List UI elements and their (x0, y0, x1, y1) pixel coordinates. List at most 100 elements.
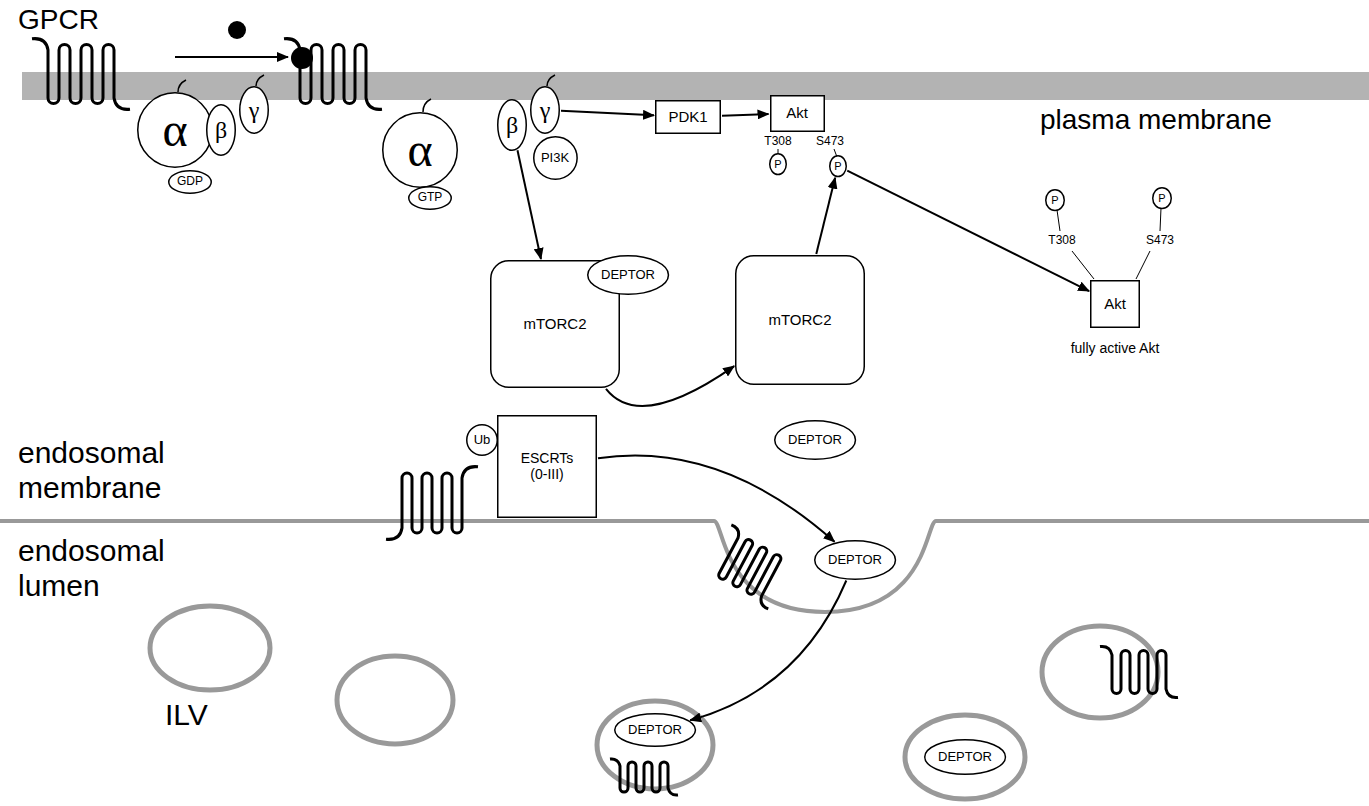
activation-arrow (175, 56, 288, 58)
phosphate-circle: P (1152, 187, 1172, 209)
signal-arrow (847, 171, 1089, 291)
node-label: P (1051, 194, 1058, 207)
gpcr-receptor (610, 759, 678, 795)
node-shape (770, 154, 787, 175)
node-shape (498, 415, 597, 517)
ilv-vesicle (150, 606, 270, 690)
deptor-ellipse: DEPTOR (587, 255, 669, 295)
g-alpha: α (137, 92, 213, 168)
g-beta: β (497, 99, 527, 151)
g-gamma: γ (239, 86, 269, 134)
deptor-ellipse: DEPTOR (814, 540, 896, 580)
node-shape (656, 101, 721, 134)
escrt-box: ESCRTs (0-III) (497, 415, 597, 518)
gpcr-receptor (284, 39, 382, 110)
node-label: GDP (177, 175, 203, 189)
compartment-label: plasma membrane (1040, 104, 1272, 136)
node-label: β (215, 118, 227, 142)
node-shape (533, 137, 576, 180)
g-gamma: γ (530, 86, 560, 134)
ilv-vesicle (597, 701, 713, 789)
node-label: γ (249, 98, 260, 122)
node-shape (1091, 281, 1140, 328)
vesicle-label: ILV (165, 698, 208, 733)
kinase-box: Akt (770, 95, 825, 132)
node-shape (207, 105, 236, 156)
node-shape (736, 256, 865, 385)
ilv-vesicle (337, 656, 453, 744)
node-shape (775, 421, 856, 460)
signal-arrow (690, 581, 846, 721)
node-label: α (407, 126, 432, 174)
deptor-ellipse: DEPTOR (924, 739, 1006, 775)
node-label: P (1158, 192, 1165, 205)
phosphate-circle: P (769, 153, 787, 175)
node-label: Ub (474, 433, 491, 448)
phospho-stem (1160, 208, 1161, 231)
endosomal-membrane-line (0, 521, 1369, 612)
node-shape (409, 187, 452, 210)
ligand-dot (291, 47, 313, 69)
ubiquitin-circle: Ub (466, 424, 498, 456)
node-shape (1046, 190, 1065, 211)
node-shape (815, 541, 896, 580)
phospho-stem (1057, 210, 1060, 231)
node-shape (1153, 188, 1172, 209)
gpcr-receptor (32, 39, 130, 110)
node-shape (770, 95, 824, 131)
node-label: P (774, 158, 781, 171)
signal-arrow (561, 111, 654, 116)
phospho-stem (1072, 251, 1094, 279)
node-label: PI3K (541, 151, 569, 166)
node-label: γ (540, 98, 551, 122)
node-label: Akt (786, 104, 808, 121)
ilv-vesicle (1042, 626, 1158, 718)
deptor-ellipse: DEPTOR (614, 713, 696, 747)
residue-label: T308 (764, 134, 791, 148)
lipid-anchor (256, 75, 264, 86)
receptor-group (32, 39, 1178, 795)
node-label: α (162, 106, 187, 154)
signal-arrow (722, 114, 769, 116)
node-label: DEPTOR (601, 268, 655, 283)
node-shape (925, 740, 1006, 775)
ilv-vesicle (905, 715, 1025, 799)
ligand-dot (228, 21, 246, 39)
node-label: DEPTOR (938, 750, 992, 765)
residue-label: S473 (1146, 233, 1174, 247)
node-label: DEPTOR (628, 723, 682, 738)
node-label: ESCRTs (0-III) (511, 450, 583, 482)
signal-arrow (598, 456, 835, 542)
pi3k-circle: PI3K (533, 136, 578, 180)
figure-title-label: GPCR (18, 4, 99, 36)
compartment-label: endosomal membrane (18, 436, 218, 505)
phosphate-circle: P (829, 155, 847, 177)
node-label: DEPTOR (828, 553, 882, 568)
node-label: mTORC2 (523, 315, 586, 332)
node-shape (383, 113, 458, 188)
node-shape (467, 425, 498, 456)
node-label: GTP (418, 191, 443, 205)
signal-arrow (816, 178, 835, 254)
node-shape (615, 714, 696, 747)
node-shape (588, 256, 669, 295)
gpcr-receptor (386, 467, 478, 540)
complex-box: mTORC2 (735, 255, 865, 385)
g-beta: β (206, 104, 236, 156)
node-label: Akt (1104, 295, 1126, 312)
lipid-anchor (547, 75, 555, 86)
deptor-ellipse: DEPTOR (774, 420, 856, 460)
node-label: PDK1 (668, 108, 707, 125)
gdp-ellipse: GDP (168, 170, 212, 194)
signal-arrow (606, 366, 734, 406)
residue-label: S473 (816, 134, 844, 148)
node-shape (138, 93, 213, 168)
phosphate-circle: P (1045, 189, 1065, 211)
kinase-box: PDK1 (655, 100, 721, 134)
gpcr-receptor (705, 525, 795, 609)
lipid-anchor (423, 99, 431, 112)
node-label: β (506, 113, 518, 137)
gtp-ellipse: GTP (408, 186, 452, 210)
lipid-anchor (178, 80, 186, 92)
